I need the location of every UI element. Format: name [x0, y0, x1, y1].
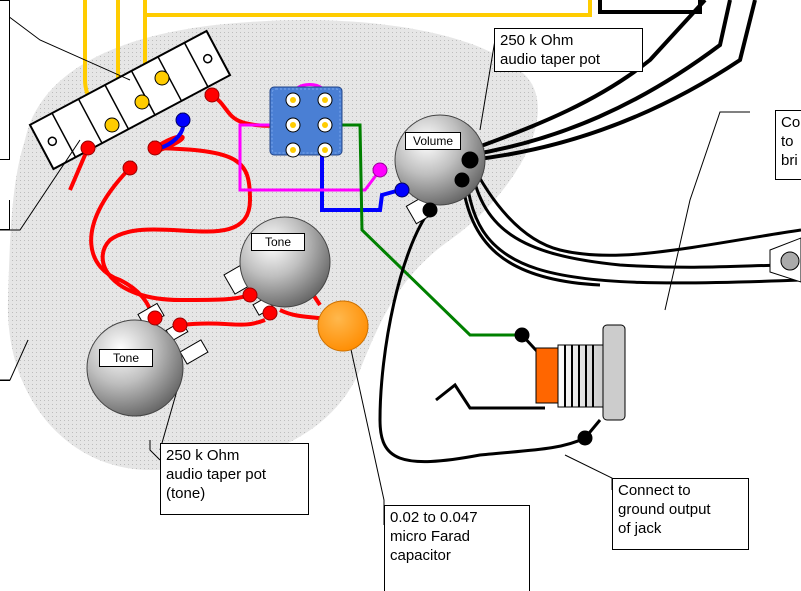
solder-joints-yellow	[104, 70, 170, 133]
bridge-ground-callout: Co to bri	[775, 110, 801, 180]
tone-pot-lower-label: Tone	[99, 349, 153, 367]
output-jack	[535, 324, 626, 421]
volume-pot-label: Volume	[405, 132, 461, 150]
dpdt-switch	[269, 86, 343, 158]
jack-ground-callout: Connect to ground output of jack	[612, 478, 749, 550]
capacitor-callout: 0.02 to 0.047 micro Farad capacitor	[384, 505, 530, 591]
solder-joints-red	[80, 87, 278, 333]
tone-pot-upper-label: Tone	[251, 233, 305, 251]
tone-pot-callout: 250 k Ohm audio taper pot (tone)	[160, 443, 309, 515]
solder-joints-black	[422, 151, 593, 446]
selector-switch	[28, 29, 232, 171]
left-edge-callout-middle	[0, 200, 10, 230]
volume-pot-callout: 250 k Ohm audio taper pot	[494, 28, 643, 72]
leader-lines	[0, 9, 750, 525]
solder-joints-magenta	[372, 162, 388, 178]
capacitor	[317, 300, 369, 352]
green-wire	[323, 123, 522, 337]
black-wires-ground	[378, 159, 801, 463]
solder-joints-blue	[175, 112, 410, 198]
bridge-ground-lug	[769, 237, 801, 283]
left-edge-callout-top	[0, 0, 10, 160]
left-edge-callout-bottom	[0, 380, 10, 381]
